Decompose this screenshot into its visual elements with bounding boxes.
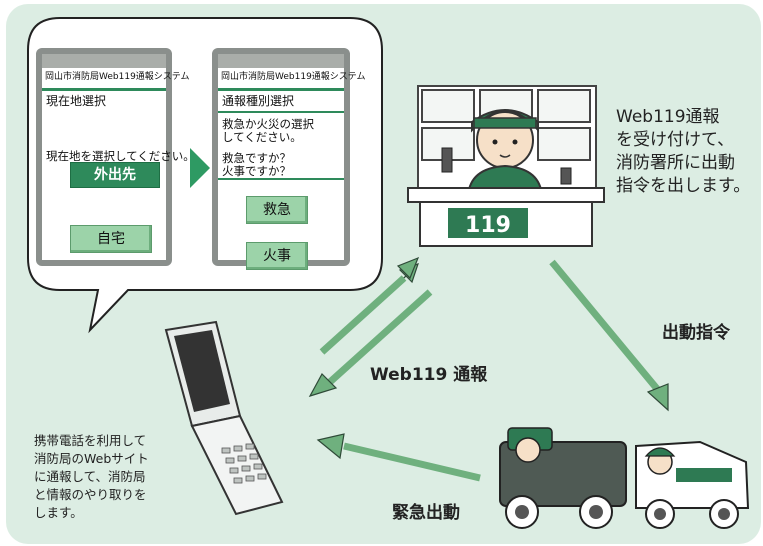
arrows bbox=[308, 256, 669, 482]
caller-description-line: 携帯電話を利用して bbox=[34, 433, 147, 448]
screen1-heading: 現在地選択 bbox=[46, 94, 107, 108]
ambulance-illustration bbox=[635, 440, 750, 529]
screen2-heading: 通報種別選択 bbox=[222, 94, 295, 108]
screen1-prompt: 現在地を選択してください。 bbox=[46, 149, 195, 163]
desk-number: 119 bbox=[465, 213, 511, 238]
caller-description-line: します。 bbox=[34, 505, 83, 520]
center-description-line: を受け付けて、 bbox=[616, 130, 735, 150]
caller-description-line: と情報のやり取りを bbox=[34, 487, 147, 502]
next-arrow bbox=[190, 148, 210, 188]
ambulance-button[interactable]: 救急 bbox=[246, 196, 308, 224]
operator-illustration bbox=[407, 85, 605, 247]
center-description: Web119通報 を受け付けて、 消防署所に出動 指令を出します。 bbox=[616, 106, 763, 198]
screen2-question-line1: 救急ですか？ bbox=[222, 151, 291, 165]
label-dispatch-order: 出動指令 bbox=[662, 323, 730, 343]
fire-engine-illustration bbox=[499, 427, 627, 529]
home-button[interactable]: 自宅 bbox=[70, 225, 152, 253]
caller-description: 携帯電話を利用して 消防局のWebサイト に通報して、消防局 と情報のやり取りを… bbox=[34, 432, 234, 522]
screen1-title: 岡山市消防局Web119通報システム bbox=[45, 72, 190, 82]
screen2-title: 岡山市消防局Web119通報システム bbox=[221, 72, 366, 82]
fire-button[interactable]: 火事 bbox=[246, 242, 308, 270]
label-emergency-dispatch: 緊急出動 bbox=[392, 503, 460, 523]
center-description-line: Web119通報 bbox=[616, 107, 720, 127]
screen2-instruction-line1: 救急か火災の選択 bbox=[222, 117, 314, 131]
caller-description-line: に通報して、消防局 bbox=[34, 469, 146, 484]
away-button[interactable]: 外出先 bbox=[70, 162, 160, 188]
screen2-instruction-line2: してください。 bbox=[222, 130, 302, 144]
mobile-phone-illustration bbox=[164, 320, 284, 516]
label-web119-report: Web119 通報 bbox=[370, 365, 488, 385]
screen2-question-line2: 火事ですか？ bbox=[222, 164, 291, 178]
caller-description-line: 消防局のWebサイト bbox=[34, 451, 149, 466]
center-description-line: 指令を出します。 bbox=[616, 176, 751, 196]
center-description-line: 消防署所に出動 bbox=[616, 153, 735, 173]
